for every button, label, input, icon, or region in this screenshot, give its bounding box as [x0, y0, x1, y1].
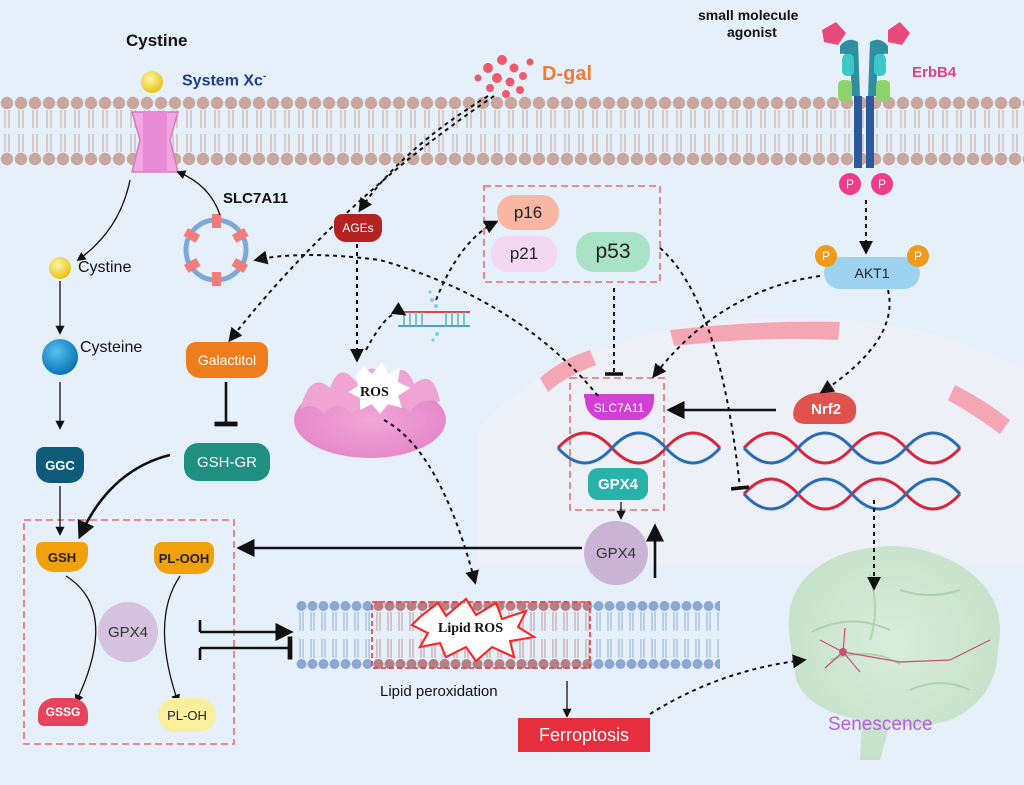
- p53-label: p53: [595, 240, 631, 263]
- ggc-node: GGC: [36, 447, 84, 483]
- p16-shape: [497, 195, 559, 230]
- gpx4-nuclear-shape: [588, 468, 648, 500]
- brain-illustration: [788, 546, 1000, 760]
- gsh-gr-node: GSH-GR: [184, 443, 270, 481]
- senescence-marker-box: [483, 185, 661, 283]
- cysteine-molecule: [42, 339, 78, 375]
- ros-label: ROS: [360, 385, 389, 400]
- agonist-label: agonist: [727, 24, 777, 40]
- p21-shape: [491, 236, 557, 272]
- cystine-top-label: Cystine: [126, 31, 188, 50]
- senescence-label: Senescence: [828, 714, 933, 735]
- gpx4-box-label: GPX4: [107, 623, 149, 641]
- akt1-phospho-left: [815, 245, 837, 267]
- akt1-label: AKT1: [854, 265, 890, 281]
- slc7a11-nuclear-label: SLC7A11: [593, 401, 645, 415]
- system-xc-text: System Xc: [182, 72, 263, 90]
- system-xc-transporter: [131, 111, 179, 173]
- akt1-shape: [824, 257, 920, 289]
- slc7a11-nuclear-shape: [584, 396, 655, 420]
- gpx4-mid-label: GPX4: [595, 544, 637, 562]
- dna-helix-right-bottom: [742, 477, 962, 511]
- d-gal-particles: [474, 55, 534, 98]
- akt1-p-right: P: [913, 249, 922, 263]
- gsh-node: GSH: [36, 542, 88, 572]
- gpx4-protein-box: [98, 602, 158, 662]
- gpx4-protein-mid: [584, 521, 648, 585]
- akt1-p-left: P: [821, 249, 830, 263]
- thick-arrows: [77, 382, 776, 660]
- d-gal-label: D-gal: [542, 63, 592, 85]
- dna-helix-left: [556, 431, 722, 465]
- slc7a11-membrane-label: SLC7A11: [223, 190, 289, 207]
- erbb4-label: ErbB4: [912, 64, 957, 81]
- ages-node: AGEs: [334, 214, 382, 242]
- nuclear-envelope-segment: [948, 385, 1010, 434]
- lipid-ros-box: [371, 601, 591, 669]
- erbb4-p-right: P: [877, 177, 886, 191]
- mitochondrion: [294, 362, 446, 458]
- slc7a11-vesicle: [183, 214, 249, 286]
- p53-shape: [576, 232, 650, 272]
- erbb4-receptor: [822, 22, 910, 195]
- small-molecule-label: small molecule: [698, 7, 799, 23]
- p16-label: p16: [513, 202, 543, 222]
- solid-arrows: [55, 170, 626, 718]
- lipid-ros-label: Lipid ROS: [438, 621, 503, 636]
- akt1-phospho-right: [907, 245, 929, 267]
- damaged-dna-fragment: [398, 290, 470, 342]
- system-xc-superscript: -: [262, 71, 267, 82]
- gpx4-nuclear-label: GPX4: [597, 475, 639, 493]
- cysteine-label: Cysteine: [80, 339, 143, 356]
- cystine-molecule-inner: [49, 257, 71, 279]
- pl-oh-node: PL-OH: [158, 698, 216, 732]
- lipid-peroxidation-label: Lipid peroxidation: [380, 683, 498, 700]
- nrf2-shape: [793, 392, 857, 424]
- dashed-arrows: [228, 95, 891, 715]
- ferroptosis-node: Ferroptosis: [518, 718, 650, 752]
- galactitol-node: Galactitol: [186, 342, 268, 378]
- cystine-molecule-top: [141, 71, 163, 93]
- erbb4-p-left: P: [845, 177, 854, 191]
- nuclear-envelope-segment: [540, 350, 596, 392]
- pl-ooh-node: PL-OOH: [154, 542, 214, 574]
- p21-label: p21: [509, 244, 539, 263]
- gssg-node: GSSG: [38, 698, 88, 726]
- nrf2-label: Nrf2: [810, 400, 841, 418]
- system-xc-label: System Xc-: [182, 71, 266, 90]
- dna-helix-right-top: [742, 431, 962, 465]
- cystine-inner-label: Cystine: [78, 259, 132, 276]
